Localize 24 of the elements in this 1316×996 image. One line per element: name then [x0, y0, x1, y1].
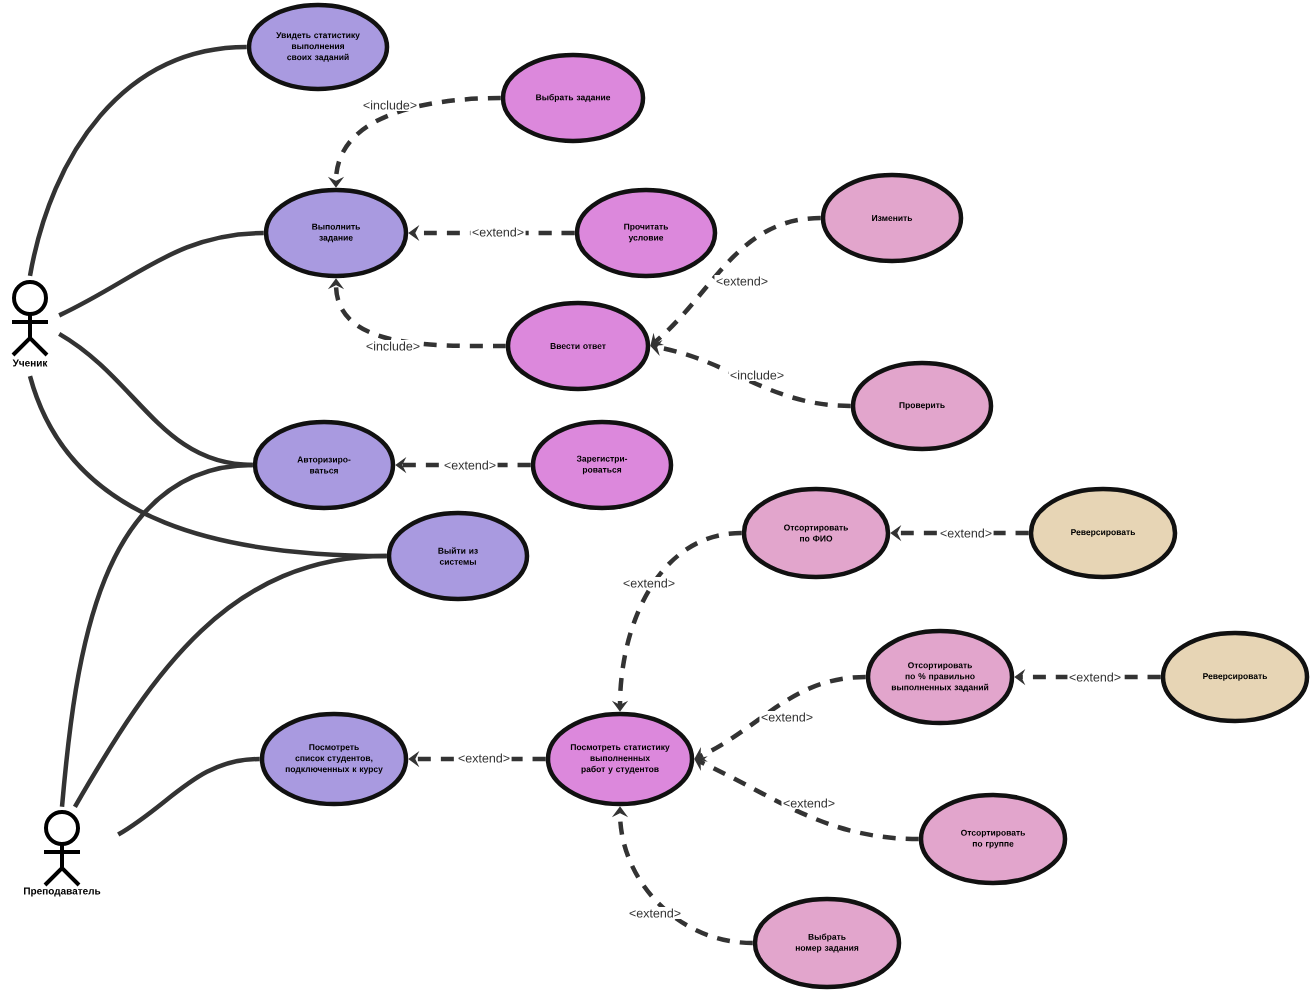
edge-label: <extend> [470, 225, 526, 239]
edge-label: <extend> [621, 576, 677, 590]
edge-label: <extend> [938, 526, 994, 540]
edge-label: <extend> [781, 796, 837, 810]
arrow [611, 806, 753, 946]
edge-label: <extend> [627, 906, 683, 920]
connector-line [72, 553, 387, 808]
edge-label: <extend> [456, 751, 512, 765]
arrow [694, 674, 866, 762]
edge-label: <extend> [759, 710, 815, 724]
connector-line [59, 462, 253, 808]
connector-line [27, 44, 247, 277]
edge-label: <extend> [442, 458, 498, 472]
actor-name: Ученик [12, 359, 48, 367]
edge-label: <include> [364, 339, 422, 353]
edge-label: <extend> [1067, 670, 1123, 684]
edge-label: <include> [728, 368, 786, 382]
arrow [327, 278, 506, 349]
connector-line [58, 230, 264, 318]
actor-name: Преподаватель [24, 887, 101, 897]
edge-label: <extend> [714, 274, 770, 288]
arrow [650, 215, 821, 346]
edge-label: <include> [361, 98, 419, 112]
connector-line [117, 756, 260, 837]
